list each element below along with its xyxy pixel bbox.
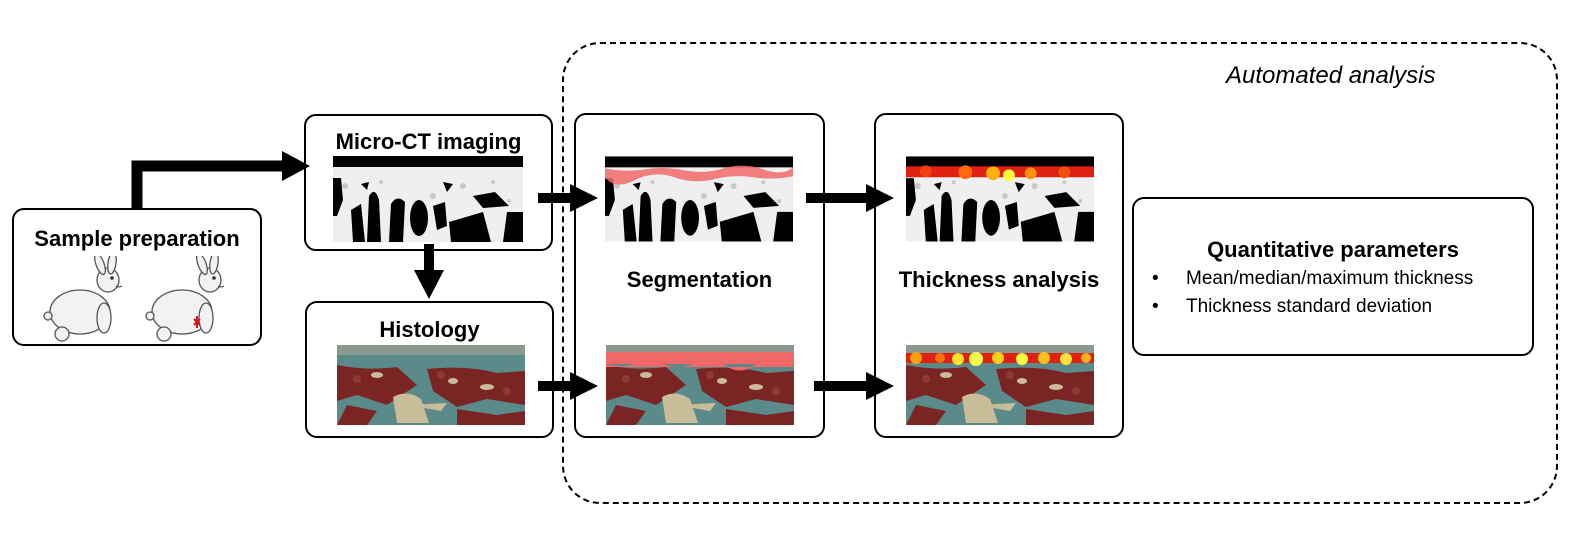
quantitative-box: Quantitative parameters Mean/median/maxi… <box>1132 197 1534 356</box>
thickness-title: Thickness analysis <box>898 267 1100 292</box>
segmentation-ct-image <box>605 156 793 242</box>
histology-box: Histology <box>305 301 554 438</box>
rabbit-icon <box>43 256 123 342</box>
histology-title: Histology <box>379 317 480 342</box>
automated-analysis-region <box>562 42 1558 504</box>
quantitative-item: Mean/median/maximum thickness <box>1150 265 1473 293</box>
quantitative-list: Mean/median/maximum thickness Thickness … <box>1150 265 1473 321</box>
arrow-icon <box>814 372 894 400</box>
sample-preparation-box: Sample preparation <box>12 208 262 346</box>
thickness-histology-image <box>906 345 1094 425</box>
arrow-icon <box>538 372 598 400</box>
micro-ct-title: Micro-CT imaging <box>335 129 522 154</box>
rabbit-injured-icon <box>145 256 225 342</box>
quantitative-title: Quantitative parameters <box>1207 237 1459 262</box>
sample-preparation-title: Sample preparation <box>34 226 240 251</box>
thickness-box: Thickness analysis <box>874 113 1124 438</box>
arrow-icon <box>538 184 598 212</box>
arrow-icon <box>414 244 444 299</box>
arrow-icon <box>806 184 894 212</box>
automated-analysis-label: Automated analysis <box>1226 62 1436 89</box>
segmentation-histology-image <box>606 345 794 425</box>
quantitative-item: Thickness standard deviation <box>1150 293 1473 321</box>
arrow-icon <box>131 151 310 208</box>
segmentation-title: Segmentation <box>626 267 773 292</box>
micro-ct-box: Micro-CT imaging <box>304 114 553 251</box>
segmentation-box: Segmentation <box>574 113 825 438</box>
thickness-ct-image <box>906 156 1094 242</box>
